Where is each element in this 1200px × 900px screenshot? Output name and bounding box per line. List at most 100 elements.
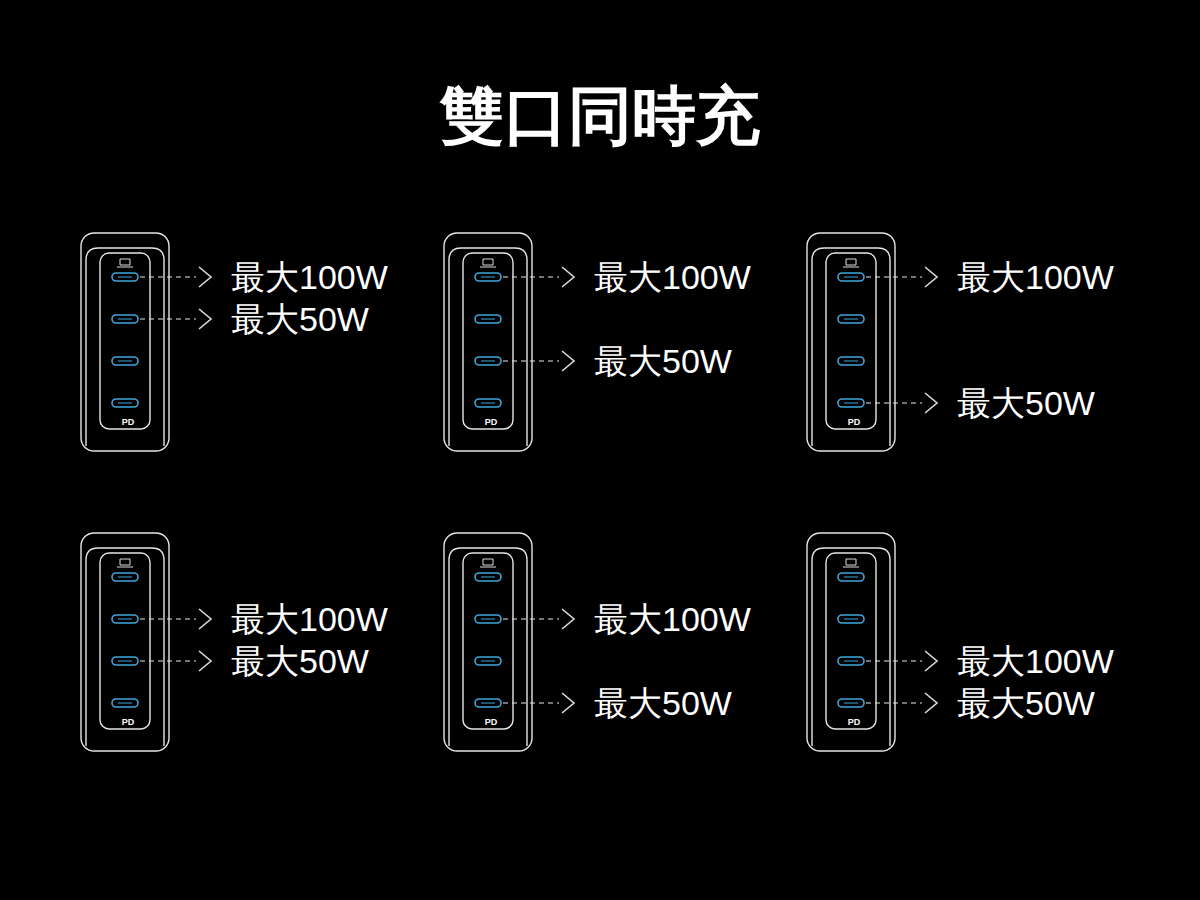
housing-inner	[86, 548, 164, 746]
housing-outer	[807, 533, 895, 751]
port-tongue	[844, 577, 858, 578]
dashed-leader	[503, 702, 559, 703]
charger: PD	[806, 232, 898, 454]
port-tongue	[118, 403, 132, 404]
port-panel	[463, 253, 513, 429]
port-tongue	[481, 619, 495, 620]
housing-outer	[444, 233, 532, 451]
usb-c-port	[838, 573, 864, 581]
pd-mark: PD	[847, 418, 862, 427]
chevron	[199, 609, 211, 629]
laptop-icon	[117, 259, 133, 267]
port-tongue	[118, 661, 132, 662]
power-label: 最大100W	[594, 257, 751, 298]
pd-mark: PD	[121, 718, 136, 727]
dashed-leader	[866, 702, 922, 703]
power-label: 最大100W	[231, 599, 388, 640]
usb-c-port	[475, 657, 501, 665]
port-tongue	[481, 277, 495, 278]
dashed-leader	[866, 276, 922, 277]
usb-c-port	[112, 399, 138, 407]
chevron	[199, 267, 211, 287]
housing-outer	[807, 233, 895, 451]
dashed-leader	[503, 360, 559, 361]
usb-c-port	[112, 657, 138, 665]
chevron	[562, 609, 574, 629]
laptop-icon	[843, 259, 859, 267]
power-label: 最大100W	[231, 257, 388, 298]
power-label: 最大100W	[957, 257, 1114, 298]
pd-mark: PD	[847, 718, 862, 727]
dashed-leader	[866, 402, 922, 403]
chevron	[562, 693, 574, 713]
port-tongue	[844, 361, 858, 362]
usb-c-port	[475, 699, 501, 707]
port-tongue	[844, 619, 858, 620]
pd-mark: PD	[484, 418, 499, 427]
housing-inner	[449, 248, 527, 446]
port-tongue	[844, 319, 858, 320]
port-tongue	[118, 319, 132, 320]
usb-c-port	[475, 399, 501, 407]
chevron	[562, 351, 574, 371]
housing-inner	[812, 248, 890, 446]
usb-c-port	[112, 615, 138, 623]
port-tongue	[118, 703, 132, 704]
port-tongue	[481, 661, 495, 662]
power-label: 最大50W	[957, 683, 1095, 724]
usb-c-port	[112, 357, 138, 365]
laptop-icon	[480, 559, 496, 567]
housing-inner	[86, 248, 164, 446]
housing-outer	[81, 533, 169, 751]
chevron	[925, 393, 937, 413]
pd-mark: PD	[121, 418, 136, 427]
power-label: 最大50W	[957, 383, 1095, 424]
laptop-icon	[117, 559, 133, 567]
port-tongue	[844, 661, 858, 662]
port-panel	[463, 553, 513, 729]
usb-c-port	[475, 615, 501, 623]
power-label: 最大50W	[594, 341, 732, 382]
port-tongue	[481, 361, 495, 362]
usb-c-port	[112, 699, 138, 707]
port-tongue	[481, 319, 495, 320]
dashed-leader	[140, 660, 196, 661]
usb-c-port	[838, 357, 864, 365]
power-label: 最大50W	[231, 641, 369, 682]
usb-c-port	[838, 699, 864, 707]
chevron	[562, 267, 574, 287]
port-panel	[100, 253, 150, 429]
port-tongue	[118, 361, 132, 362]
power-label: 最大100W	[594, 599, 751, 640]
housing-inner	[449, 548, 527, 746]
port-tongue	[481, 403, 495, 404]
port-tongue	[118, 577, 132, 578]
port-tongue	[118, 277, 132, 278]
housing-outer	[81, 233, 169, 451]
port-tongue	[481, 577, 495, 578]
usb-c-port	[838, 615, 864, 623]
usb-c-port	[475, 273, 501, 281]
usb-c-port	[838, 399, 864, 407]
dashed-leader	[866, 660, 922, 661]
chevron	[925, 651, 937, 671]
power-label: 最大100W	[957, 641, 1114, 682]
dashed-leader	[140, 276, 196, 277]
chevron	[925, 693, 937, 713]
port-panel	[826, 253, 876, 429]
port-panel	[100, 553, 150, 729]
usb-c-port	[475, 315, 501, 323]
charger: PD	[80, 232, 172, 454]
charger: PD	[80, 532, 172, 754]
usb-c-port	[475, 573, 501, 581]
power-label: 最大50W	[231, 299, 369, 340]
pd-mark: PD	[484, 718, 499, 727]
port-tongue	[118, 619, 132, 620]
port-panel	[826, 553, 876, 729]
dashed-leader	[140, 618, 196, 619]
port-tongue	[844, 277, 858, 278]
chevron	[925, 267, 937, 287]
usb-c-port	[475, 357, 501, 365]
title: 雙口同時充	[0, 78, 1200, 155]
